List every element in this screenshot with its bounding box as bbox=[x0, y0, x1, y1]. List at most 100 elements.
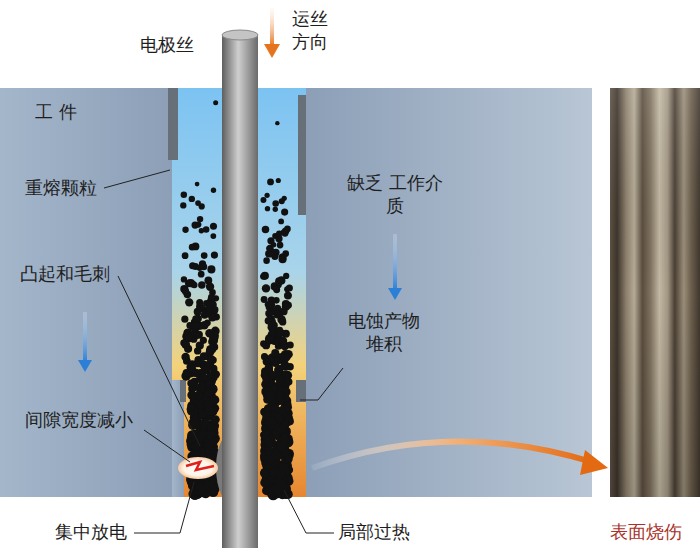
particle bbox=[194, 484, 205, 495]
particle bbox=[284, 226, 291, 233]
particle bbox=[205, 441, 214, 450]
particle bbox=[267, 178, 274, 185]
particle bbox=[207, 423, 215, 431]
particle bbox=[204, 441, 214, 451]
particle bbox=[271, 349, 279, 357]
particle bbox=[182, 252, 189, 259]
particle bbox=[189, 244, 196, 251]
particle bbox=[204, 277, 212, 285]
particle bbox=[211, 188, 216, 193]
leader-line bbox=[144, 430, 190, 462]
particle bbox=[192, 315, 199, 322]
particle bbox=[180, 202, 186, 208]
particle bbox=[210, 233, 216, 239]
particle bbox=[197, 216, 203, 222]
particle bbox=[265, 336, 274, 345]
feed-arrow bbox=[393, 234, 397, 290]
particle bbox=[264, 193, 269, 198]
particle bbox=[195, 331, 203, 339]
particle bbox=[197, 431, 206, 440]
particle bbox=[197, 265, 203, 271]
label: 集中放电 bbox=[55, 521, 127, 544]
particle bbox=[181, 353, 189, 361]
label: 电极丝 bbox=[140, 34, 194, 57]
particle bbox=[210, 223, 217, 230]
particle bbox=[270, 404, 278, 412]
particle bbox=[205, 329, 213, 337]
particle bbox=[211, 251, 218, 258]
particle bbox=[260, 197, 266, 203]
particle bbox=[207, 371, 214, 378]
particle bbox=[183, 332, 192, 341]
particle bbox=[185, 298, 193, 306]
particle bbox=[281, 371, 290, 380]
label: 缺乏 工作介质 bbox=[345, 172, 445, 217]
particle bbox=[282, 373, 290, 381]
particle bbox=[189, 262, 196, 269]
particle bbox=[265, 310, 272, 317]
particle bbox=[268, 467, 278, 477]
particle bbox=[187, 379, 194, 386]
particle bbox=[276, 178, 281, 183]
leader-lines bbox=[104, 170, 343, 533]
spark bbox=[186, 462, 214, 470]
particle bbox=[189, 196, 195, 202]
particle bbox=[201, 252, 208, 259]
particle bbox=[275, 235, 282, 242]
label: 工 件 bbox=[35, 101, 77, 124]
particle bbox=[261, 296, 268, 303]
feed-arrow bbox=[83, 312, 87, 362]
label: 表面烧伤 bbox=[610, 521, 682, 544]
particle bbox=[211, 306, 218, 313]
motion-arrow bbox=[270, 8, 274, 46]
particle bbox=[272, 357, 280, 365]
particle bbox=[284, 292, 291, 299]
burn-photo bbox=[610, 88, 700, 497]
feed-arrow-head bbox=[388, 288, 402, 300]
particle bbox=[262, 284, 270, 292]
particle bbox=[286, 363, 294, 371]
particle bbox=[271, 450, 280, 459]
particle bbox=[187, 430, 197, 440]
particle bbox=[283, 353, 291, 361]
particle bbox=[260, 273, 266, 279]
particle bbox=[181, 191, 187, 197]
particle bbox=[199, 203, 205, 209]
label: 电蚀产物 堆积 bbox=[342, 310, 426, 355]
remelt-layer bbox=[296, 380, 306, 402]
particle bbox=[211, 415, 220, 424]
particle bbox=[286, 284, 293, 291]
particle bbox=[275, 391, 284, 400]
particle bbox=[192, 369, 201, 378]
particle bbox=[278, 218, 284, 224]
particle bbox=[181, 276, 187, 282]
particle bbox=[273, 285, 279, 291]
wire-top bbox=[222, 30, 258, 40]
pointer-arrow bbox=[312, 441, 592, 468]
particle bbox=[191, 282, 197, 288]
remelt-layer bbox=[298, 95, 306, 215]
particle bbox=[195, 182, 200, 187]
particle bbox=[262, 429, 270, 437]
particle bbox=[283, 273, 289, 279]
particle bbox=[287, 341, 294, 348]
particle bbox=[260, 469, 269, 478]
burn-photo-shade bbox=[610, 88, 700, 497]
particle bbox=[198, 304, 205, 311]
spark-glow bbox=[178, 457, 218, 479]
leader-line bbox=[300, 368, 343, 400]
remelt-layer bbox=[180, 380, 186, 402]
particle bbox=[198, 271, 205, 278]
particle bbox=[268, 301, 275, 308]
particle bbox=[194, 391, 203, 400]
particle bbox=[263, 379, 270, 386]
particle bbox=[199, 373, 207, 381]
particle bbox=[208, 486, 217, 495]
particle bbox=[182, 288, 189, 295]
particle bbox=[276, 329, 283, 336]
particle bbox=[284, 292, 292, 300]
particle bbox=[265, 355, 273, 363]
particle bbox=[200, 352, 208, 360]
particle bbox=[275, 121, 279, 125]
